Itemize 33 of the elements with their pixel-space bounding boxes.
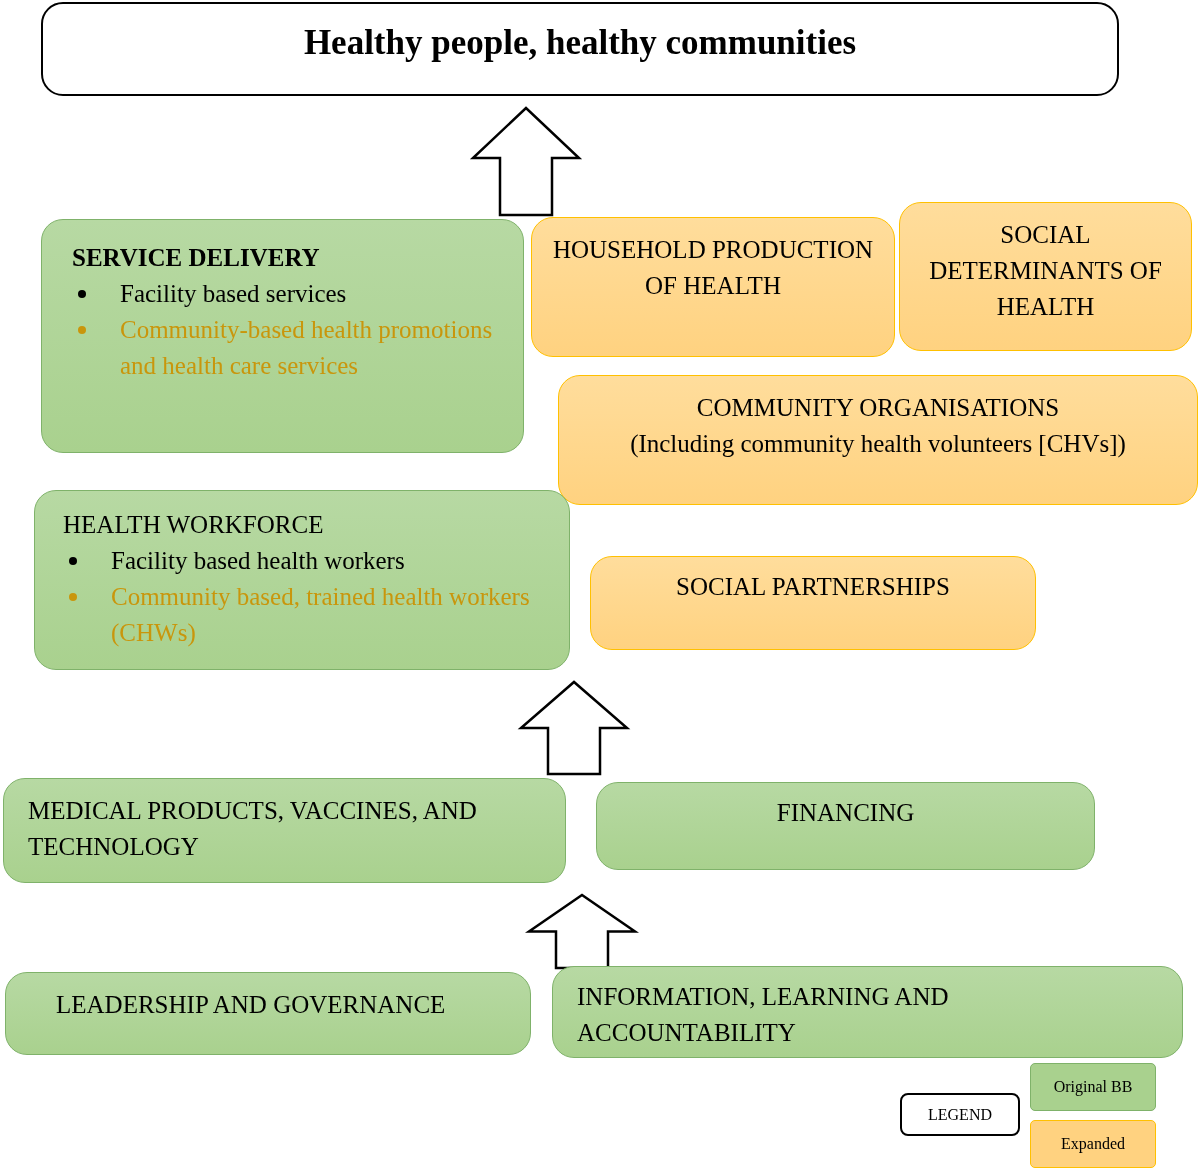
box-heading: SOCIAL DETERMINANTS OF HEALTH (928, 220, 1163, 322)
list-item: Facility based services (120, 279, 347, 309)
building-block-box (41, 219, 524, 453)
building-block-box (596, 782, 1095, 870)
building-block-box (531, 217, 895, 357)
box-heading: MEDICAL PRODUCTS, VACCINES, AND TECHNOLOGY (28, 796, 478, 862)
building-block-box (3, 778, 566, 883)
legend-swatch: Original BB (1030, 1063, 1156, 1111)
list-item: Community-based health promotions and health care services (120, 315, 493, 381)
block-arrow (469, 106, 583, 217)
box-heading: SERVICE DELIVERY (72, 243, 321, 273)
legend-swatch: Expanded (1030, 1120, 1156, 1168)
box-heading: LEADERSHIP AND GOVERNANCE (56, 990, 447, 1020)
block-arrow (525, 893, 639, 970)
list-item: Facility based health workers (111, 546, 405, 576)
list-item: Community based, trained health workers (CHWs) (111, 582, 531, 649)
building-block-box (899, 202, 1192, 351)
box-heading: FINANCING (776, 798, 915, 828)
box-subtitle: (Including community health volunteers [CHVs]) (630, 429, 1126, 460)
box-heading: HEALTH WORKFORCE (63, 510, 325, 540)
box-heading: SOCIAL PARTNERSHIPS (676, 572, 950, 602)
building-block-box (5, 972, 531, 1055)
building-block-box (34, 490, 570, 670)
legend-title: LEGEND (900, 1093, 1020, 1136)
box-heading: INFORMATION, LEARNING AND ACCOUNTABILITY (577, 982, 950, 1048)
box-heading: HOUSEHOLD PRODUCTION OF HEALTH (552, 235, 874, 301)
box-heading: Healthy people, healthy communities (303, 22, 857, 64)
box-heading: COMMUNITY ORGANISATIONS (696, 393, 1060, 423)
building-block-box (552, 966, 1183, 1058)
goal-box (41, 2, 1119, 96)
building-block-box (590, 556, 1036, 650)
building-block-box (558, 375, 1198, 505)
block-arrow (517, 680, 631, 776)
